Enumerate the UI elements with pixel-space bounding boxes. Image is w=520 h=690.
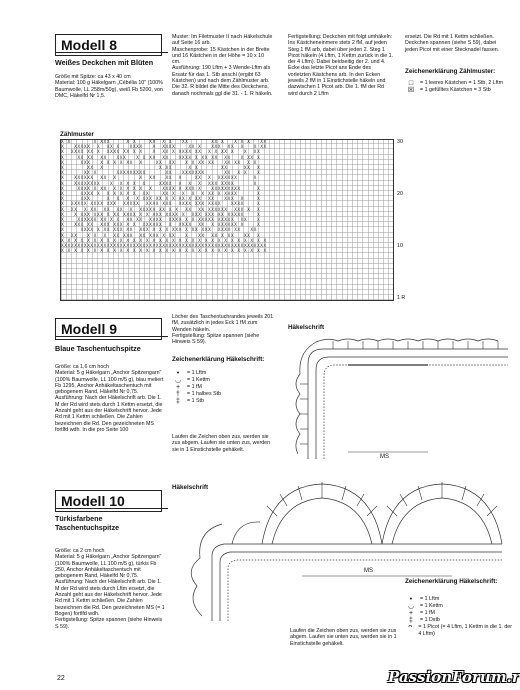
slip-stitch-icon: ◡: [407, 603, 415, 610]
divider: [55, 336, 168, 337]
divider: [55, 52, 168, 53]
legend-row-empty: □= 1 leeres Kästchen = 1 Stb, 2 Lftm: [405, 80, 515, 87]
filled-square-icon: ☒: [407, 87, 415, 94]
modell-10-title: Modell 10: [55, 490, 162, 512]
modell-10-crochet-diagram: MS: [190, 482, 503, 621]
modell-8-title: Modell 8: [55, 34, 162, 56]
modell-9-subtitle: Blaue Taschentuchspitze: [55, 344, 141, 353]
modell-10-note: Laufen die Zeichen oben zus, werden sie …: [290, 628, 397, 647]
treble-crochet-icon: ‡: [409, 617, 413, 624]
modell-10-instructions: Größe: ca 2 cm hoch Material: 5 g Häkelg…: [55, 548, 165, 630]
double-crochet-icon: ‡: [176, 398, 180, 405]
modell-8-finishing: Fertigstellung: Deckchen mit folgt umhäk…: [288, 34, 394, 97]
modell-8-subtitle: Weißes Deckchen mit Blüten: [55, 58, 154, 67]
chain-stitch-icon: •: [409, 596, 413, 603]
modell-9-instructions: Größe: ca 1,6 cm hoch Material: 5 g Häke…: [55, 364, 164, 433]
legend-row-filled: ☒= 1 gefülltes Kästchen = 3 Stb: [405, 87, 515, 94]
modell-9-legend-title: Zeichenerklärung Häkelschrift:: [172, 356, 265, 363]
modell-9-diagram-label: Häkelschrift: [288, 324, 325, 331]
chart-legend: □= 1 leeres Kästchen = 1 Stb, 2 Lftm ☒= …: [405, 80, 515, 94]
modell-8-instructions: Muster: Im Filetmuster II nach Häkelschu…: [172, 34, 273, 97]
modell-9-note: Laufen die Zeichen oben zus, werden sie …: [172, 434, 271, 453]
modell-9-title: Modell 9: [55, 318, 162, 340]
chart-label: Zählmuster: [60, 131, 94, 138]
legend-row-lftm: •= 1 Lftm: [405, 596, 515, 603]
ms-label: MS: [380, 454, 389, 460]
legend-row-fm: += 1 fM: [172, 384, 272, 391]
chart-row-30: 30: [397, 139, 403, 145]
single-crochet-icon: +: [408, 610, 414, 617]
modell-9-finishing: Löcher des Taschentuchrandes jeweils 201…: [172, 314, 274, 346]
legend-row-stb: ‡= 1 Stb: [172, 398, 272, 405]
modell-10-subtitle: Türkisfarbene Taschentuchspitze: [55, 514, 120, 532]
modell-9-crochet-diagram: MS: [295, 338, 508, 460]
half-double-icon: †: [176, 391, 180, 398]
watermark: PassionForum.ru: [388, 668, 520, 686]
chain-stitch-icon: •: [176, 370, 180, 377]
legend-row-kettm: ◡= 1 Kettm: [172, 377, 272, 384]
legend-row-hstb: †= 1 halbes Stb: [172, 391, 272, 398]
chart-row-10: 10: [397, 243, 403, 249]
legend-row-fm: += 1 fM: [405, 610, 515, 617]
filet-chart-marks: X X X XXX X X XX X X XX XX X X X X XX X …: [61, 140, 267, 255]
picot-icon: ᴖ: [408, 624, 413, 631]
slip-stitch-icon: ◡: [174, 377, 182, 384]
filet-chart: X X X XXX X X XX X X XX XX X X X X XX X …: [60, 139, 394, 301]
page-number: 22: [57, 675, 65, 682]
modell-10-legend-title: Zeichenerklärung Häkelschrift:: [405, 578, 498, 585]
chart-legend-title: Zeichenerklärung Zählmuster:: [405, 68, 496, 75]
divider: [55, 508, 168, 509]
modell-8-finishing-cont: ersetzt. Die Rd mit 1 Kettm schließen. D…: [405, 34, 500, 53]
chart-row-20: 20: [397, 191, 403, 197]
legend-row-dstb: ‡= 1 Dstb: [405, 617, 515, 624]
legend-row-lftm: •= 1 Lftm: [172, 370, 272, 377]
empty-square-icon: □: [408, 80, 414, 87]
modell-8-material: Größe mit Spitze: ca 43 x 40 cm Material…: [55, 74, 163, 99]
legend-row-kettm: ◡= 1 Kettm: [405, 603, 515, 610]
modell-10-diagram-label: Häkelschrift: [172, 484, 209, 491]
chart-row-1: 1 R: [397, 295, 406, 301]
single-crochet-icon: +: [175, 384, 181, 391]
modell-9-legend: •= 1 Lftm ◡= 1 Kettm += 1 fM †= 1 halbes…: [172, 370, 272, 405]
modell-10-legend: •= 1 Lftm ◡= 1 Kettm += 1 fM ‡= 1 Dstb ᴖ…: [405, 596, 515, 638]
ms-label: MS: [364, 568, 373, 574]
legend-row-picot: ᴖ= 1 Picot (= 4 Lftm, 1 Kettm in die 1. …: [405, 624, 515, 638]
